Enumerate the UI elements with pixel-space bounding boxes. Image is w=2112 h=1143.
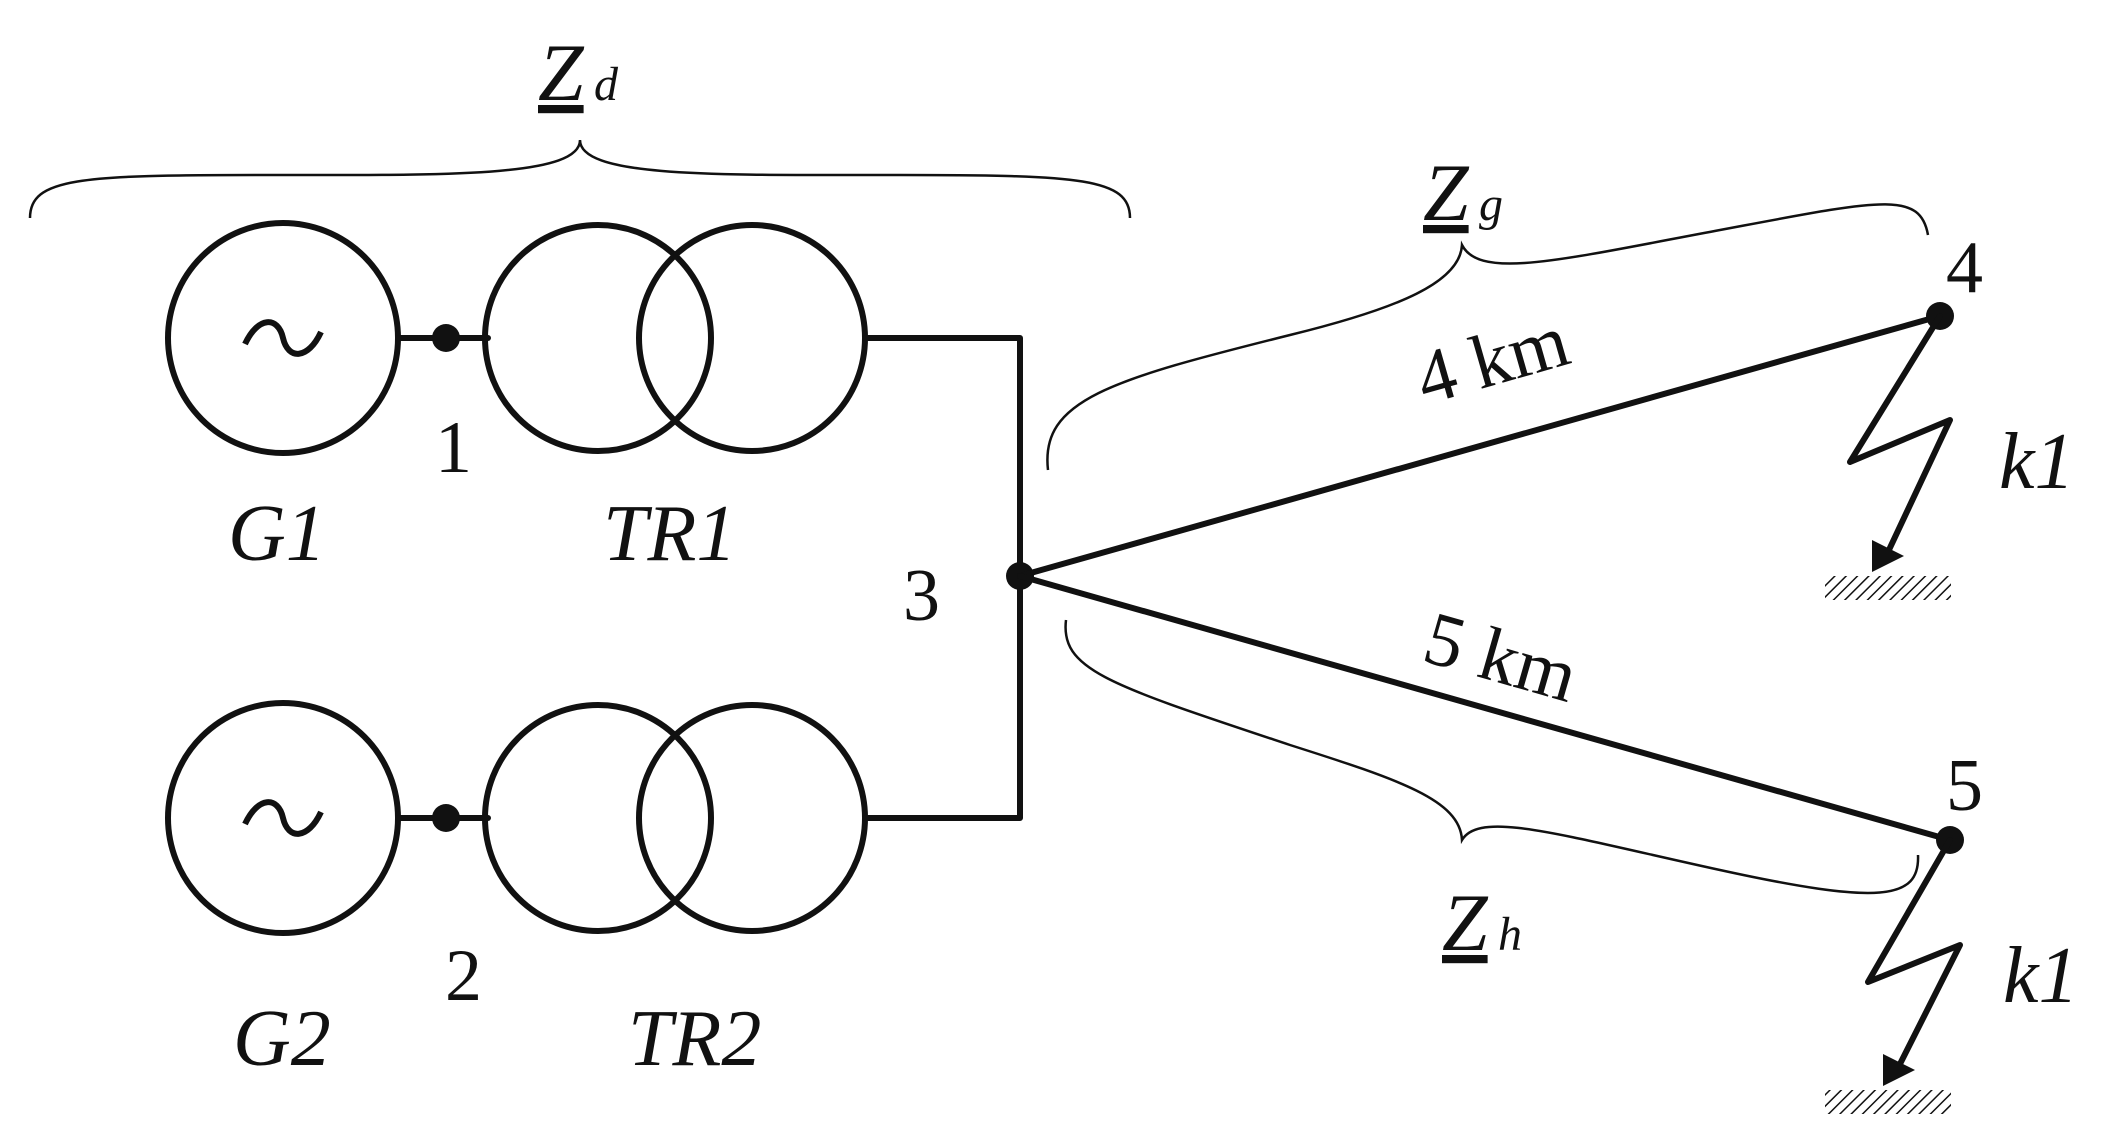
node-3-label: 3 [903,555,940,637]
busbar-group: 3 [862,335,1034,821]
brace-zg [1046,203,1930,471]
node-2-label: 2 [445,935,482,1017]
transformer-tr2-group: TR2 [482,702,868,1083]
node-5-label: 5 [1946,745,1983,827]
generator-g2-group: 2 G2 [165,700,491,1083]
line-3-5-length: 5 km [1415,596,1586,719]
generator-g1-sine-icon [242,319,324,357]
line-3-5 [1017,573,1953,843]
impedance-zg-symbol: Z [1423,147,1470,238]
impedance-zd-symbol: Z [538,27,585,118]
fault-k1-node4-group: k1 [1825,313,2075,600]
fault-node4-arrowhead-icon [1872,540,1904,572]
node-1-dot [432,324,460,352]
node-4-label: 4 [1946,227,1983,309]
impedance-zh-symbol: Z [1442,877,1489,968]
transformer-tr1-secondary-winding [636,222,868,454]
brace-zh [1064,619,1920,895]
fault-node5-lightning-icon [1865,837,1963,1067]
impedance-zd-group: Z d [28,27,1132,219]
impedance-zd-subscript: d [594,58,619,111]
fault-node5-label: k1 [2003,932,2079,1020]
node-1-label: 1 [435,407,472,489]
fault-node4-label: k1 [1999,418,2075,506]
transformer-tr1-group: TR1 [482,222,868,578]
ground-node4-icon [1825,576,1951,600]
impedance-zh-subscript: h [1498,908,1522,961]
line-3-4-length: 4 km [1407,298,1578,421]
busbar-wire [862,335,1023,821]
transformer-tr2-primary-winding [482,702,714,934]
line-5km-group: 5 km Z h 5 [1017,573,1983,968]
transformer-tr2-secondary-winding [636,702,868,934]
node-2-dot [432,804,460,832]
transformer-tr1-primary-winding [482,222,714,454]
line-4km-group: 4 km Z g 4 [1017,147,1983,579]
generator-g2-label: G2 [233,995,331,1083]
impedance-zg-subscript: g [1479,178,1503,231]
line-3-4 [1017,313,1943,579]
fault-node5-arrowhead-icon [1883,1054,1915,1086]
generator-g2-sine-icon [242,799,324,837]
fault-node4-lightning-icon [1847,313,1953,555]
transformer-tr1-label: TR1 [603,490,736,578]
fault-k1-node5-group: k1 [1825,837,2079,1114]
generator-g1-group: 1 G1 [165,220,491,578]
brace-zd [28,139,1132,219]
ground-node5-icon [1825,1090,1951,1114]
generator-g1-label: G1 [228,490,326,578]
transformer-tr2-label: TR2 [628,995,761,1083]
